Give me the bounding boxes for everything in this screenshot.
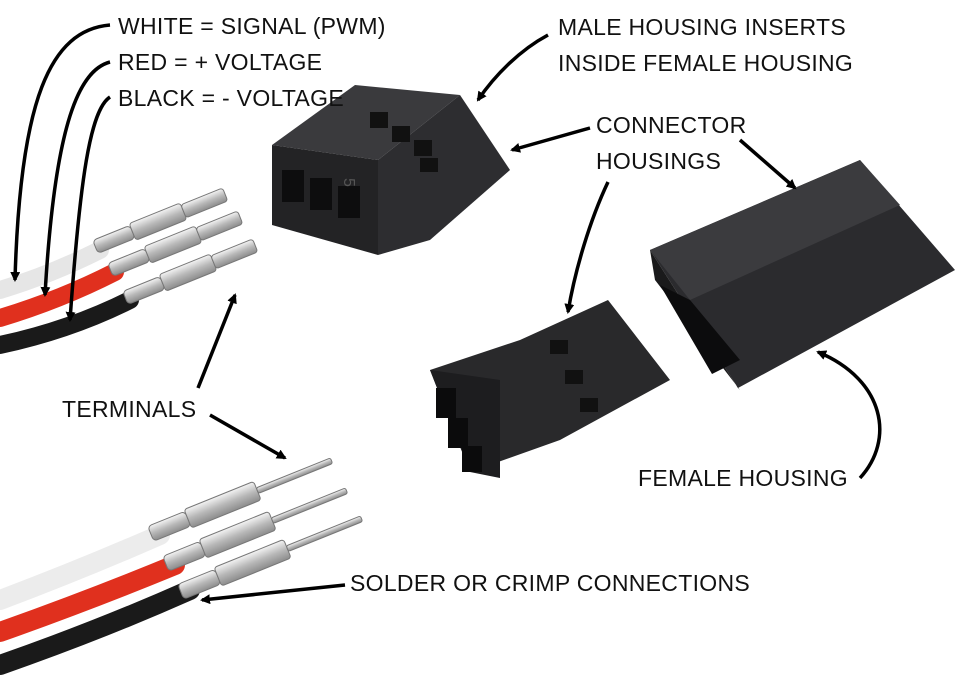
arrow-black-wire <box>65 95 112 322</box>
lower-terminal-3 <box>178 516 363 599</box>
arrow-solder-crimp <box>200 583 346 605</box>
top-male-housing: 5 <box>272 85 510 255</box>
lower-terminal-2 <box>163 488 348 571</box>
arrow-connector-middle <box>564 181 610 314</box>
housing-mark: 5 <box>340 178 357 187</box>
middle-male-housing <box>430 300 670 478</box>
label-male-insert-line2: INSIDE FEMALE HOUSING <box>558 50 853 76</box>
label-red-wire: RED = + VOLTAGE <box>118 49 322 75</box>
lower-white-wire <box>0 525 170 610</box>
upper-white-wire <box>0 241 109 299</box>
arrow-white-wire <box>10 23 111 282</box>
label-connector-line2: HOUSINGS <box>596 148 721 174</box>
lower-black-wire <box>0 580 200 675</box>
lower-wire-bundle <box>0 525 200 675</box>
label-terminals: TERMINALS <box>62 396 196 422</box>
arrow-connector-female <box>738 138 797 190</box>
label-connector-line1: CONNECTOR <box>596 112 747 138</box>
upper-terminal-3 <box>123 239 258 304</box>
lower-red-wire <box>0 555 185 642</box>
arrow-connector-top <box>510 126 591 153</box>
arrow-female-housing <box>816 350 882 480</box>
upper-red-wire <box>0 263 124 327</box>
upper-black-wire <box>0 291 139 354</box>
lower-terminals <box>148 458 363 599</box>
upper-wire-bundle <box>0 241 139 354</box>
label-solder-crimp: SOLDER OR CRIMP CONNECTIONS <box>350 570 750 596</box>
arrow-terminals-up <box>196 293 237 389</box>
annotation-labels: WHITE = SIGNAL (PWM) RED = + VOLTAGE BLA… <box>62 13 853 596</box>
label-black-wire: BLACK = - VOLTAGE <box>118 85 344 111</box>
lower-terminal-1 <box>148 458 333 541</box>
arrow-male-insert <box>476 33 549 102</box>
upper-terminals <box>93 188 258 304</box>
label-female-housing: FEMALE HOUSING <box>638 465 848 491</box>
label-white-wire: WHITE = SIGNAL (PWM) <box>118 13 386 39</box>
female-housing <box>650 160 955 390</box>
arrow-terminals-down <box>209 413 287 460</box>
annotation-arrows <box>10 23 882 605</box>
arrow-red-wire <box>40 60 111 297</box>
upper-terminal-2 <box>108 211 243 276</box>
upper-terminal-1 <box>93 188 228 253</box>
label-male-insert-line1: MALE HOUSING INSERTS <box>558 14 846 40</box>
